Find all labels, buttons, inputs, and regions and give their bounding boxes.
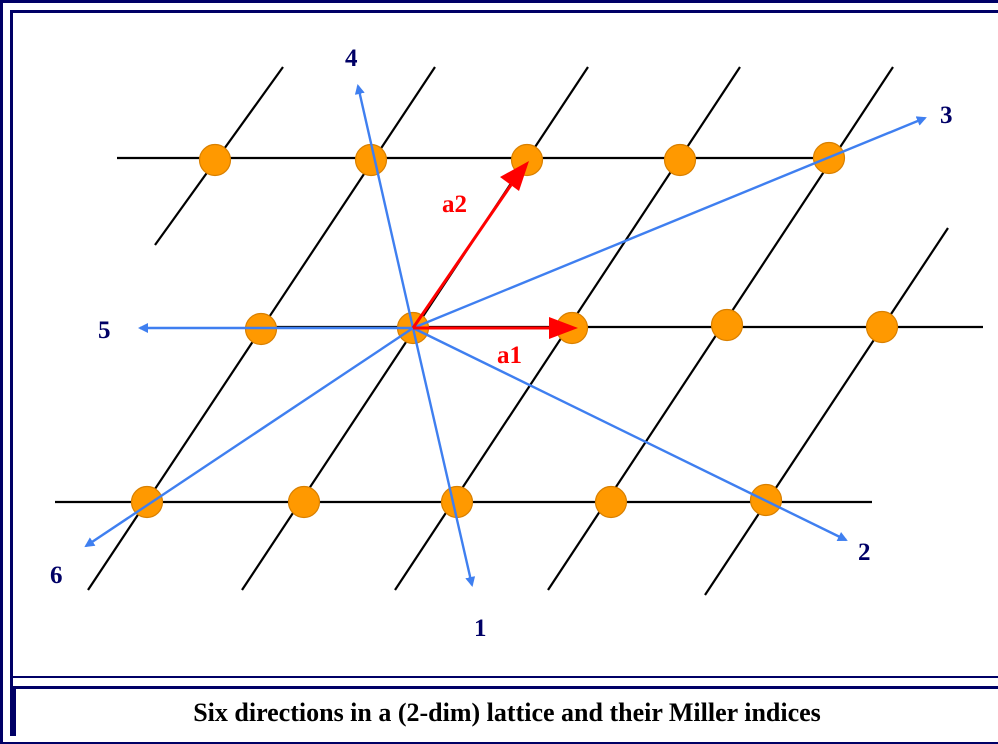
basis-label-a1: a1 bbox=[497, 342, 522, 369]
direction-arrow-6 bbox=[84, 327, 414, 548]
lattice-point bbox=[198, 143, 232, 177]
inner-frame bbox=[10, 10, 998, 736]
direction-label-3: 3 bbox=[940, 102, 953, 129]
direction-arrow-2 bbox=[412, 326, 848, 542]
basis-vectors bbox=[411, 161, 578, 339]
basis-vector-a1-head bbox=[549, 317, 578, 339]
lattice-point bbox=[287, 485, 321, 519]
lattice-point bbox=[594, 485, 628, 519]
basis-vector-a2-head bbox=[500, 161, 529, 191]
direction-label-1: 1 bbox=[474, 615, 487, 642]
lattice-point bbox=[710, 308, 744, 342]
lattice-point bbox=[354, 143, 388, 177]
caption-cell: Six directions in a (2-dim) lattice and … bbox=[13, 686, 998, 736]
figure-caption: Six directions in a (2-dim) lattice and … bbox=[193, 697, 821, 727]
direction-label-2: 2 bbox=[858, 539, 871, 566]
figure-cell bbox=[13, 13, 998, 678]
lattice-slant bbox=[704, 227, 949, 596]
direction-arrow-4 bbox=[354, 84, 415, 329]
lattice-point bbox=[440, 485, 474, 519]
lattice-points bbox=[130, 141, 899, 519]
lattice-point bbox=[865, 310, 899, 344]
direction-arrow-3 bbox=[412, 116, 927, 330]
basis-label-a2: a2 bbox=[442, 191, 467, 218]
direction-arrow-1 bbox=[411, 327, 476, 587]
lattice-point bbox=[663, 143, 697, 177]
lattice-rows bbox=[55, 156, 983, 504]
direction-arrows bbox=[84, 84, 927, 587]
direction-label-5: 5 bbox=[98, 317, 111, 344]
basis-vector-a2 bbox=[411, 184, 513, 329]
direction-label-4: 4 bbox=[345, 45, 358, 72]
direction-label-6: 6 bbox=[50, 562, 63, 589]
